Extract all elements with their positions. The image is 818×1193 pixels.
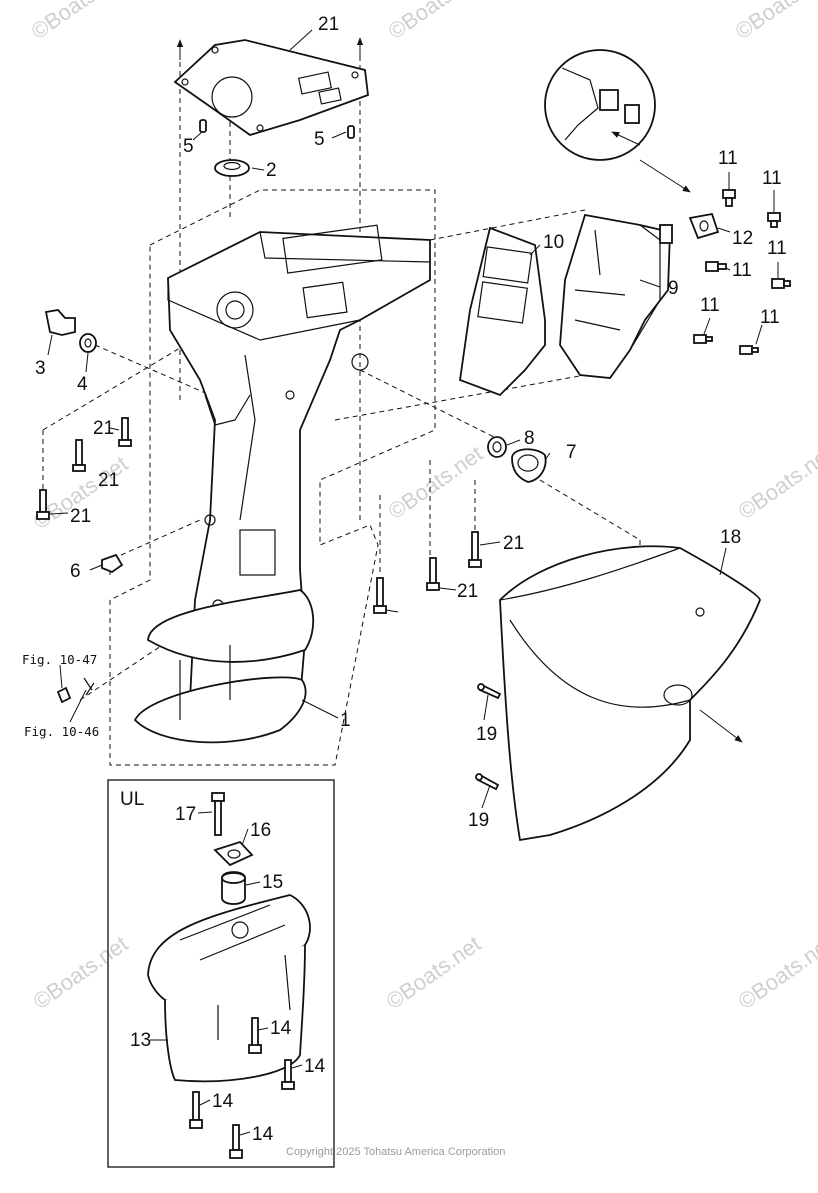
- ul-inset-box: [107, 779, 335, 1168]
- diagonal-arrow-icon: [699, 709, 743, 743]
- nut-12: [688, 212, 720, 240]
- callout-13: 13: [130, 1030, 151, 1051]
- spacer-housing-13: [147, 894, 311, 1083]
- pin-19: [475, 773, 500, 791]
- cavitation-plate: [133, 589, 315, 744]
- watermark: ©Boats.net: [384, 0, 488, 44]
- dowel-pin-5: [199, 119, 207, 133]
- bolt-17: [211, 792, 225, 836]
- bolt-3: [44, 309, 76, 336]
- collar-15: [221, 871, 246, 905]
- callout-2: 2: [266, 160, 277, 181]
- guide-line: [539, 479, 641, 541]
- bolt-14: [281, 1059, 295, 1090]
- callout-11: 11: [700, 295, 720, 316]
- plug-7: [511, 448, 547, 483]
- callout-3: 3: [35, 358, 46, 379]
- callout-7: 7: [566, 442, 577, 463]
- guide-line: [334, 374, 586, 421]
- callout-18: 18: [720, 527, 741, 548]
- callout-11: 11: [762, 168, 782, 189]
- fig-ref-upper: Fig. 10-47: [22, 652, 97, 667]
- bolt-14: [189, 1091, 203, 1129]
- dowel-pin-5: [347, 125, 355, 139]
- inset-label: UL: [120, 789, 144, 810]
- callout-1: 1: [340, 710, 351, 731]
- bolt-21: [426, 557, 440, 591]
- callout-11: 11: [760, 307, 780, 328]
- callout-9: 9: [668, 278, 679, 299]
- plate-16: [213, 840, 254, 867]
- bolt-11: [722, 189, 736, 207]
- callout-15: 15: [262, 872, 283, 893]
- gasket-10: [459, 226, 546, 397]
- fig-ref-lower: Fig. 10-46: [24, 724, 99, 739]
- bolt-21: [36, 489, 50, 520]
- leader-lines: [47, 29, 779, 1136]
- watermarks: ©Boats.net ©Boats.net ©Boats.net ©Boats.…: [27, 0, 818, 1014]
- callout-11: 11: [767, 238, 787, 259]
- bolt-11: [767, 212, 781, 228]
- watermark: ©Boats.net: [384, 441, 488, 524]
- oil-seal-2: [214, 159, 250, 177]
- watermark: ©Boats.net: [731, 0, 818, 44]
- callout-12: 12: [732, 228, 753, 249]
- callout-21: 21: [70, 506, 91, 527]
- assembly-outline: [109, 189, 436, 766]
- watermark: ©Boats.net: [27, 0, 131, 44]
- callout-16: 16: [250, 820, 271, 841]
- guide-line: [42, 344, 186, 431]
- bolt-21: [72, 439, 86, 472]
- lower-cover-18: [499, 545, 761, 842]
- callout-14: 14: [252, 1124, 274, 1145]
- callout-14: 14: [304, 1056, 326, 1077]
- detail-view: [544, 49, 691, 193]
- callout-21: 21: [93, 418, 114, 439]
- bolt-21: [373, 577, 387, 614]
- washer-4-hole: [84, 338, 92, 348]
- bolt-11: [693, 334, 713, 344]
- bolt-14: [248, 1017, 262, 1054]
- bolt-21: [468, 531, 482, 568]
- copyright-text: Copyright 2025 Tohatsu America Corporati…: [286, 1146, 505, 1158]
- callout-10: 10: [543, 232, 564, 253]
- watermark: ©Boats.net: [734, 441, 818, 524]
- guide-line: [109, 519, 201, 575]
- watermark: ©Boats.net: [734, 931, 818, 1014]
- callout-5: 5: [314, 129, 325, 150]
- grommet-8: [487, 436, 507, 458]
- watermark: ©Boats.net: [29, 931, 133, 1014]
- callout-4: 4: [77, 374, 88, 395]
- callout-17: 17: [175, 804, 196, 825]
- guide-line: [94, 344, 211, 396]
- callout-14: 14: [212, 1091, 234, 1112]
- callout-8: 8: [524, 428, 535, 449]
- bolt-11: [739, 345, 759, 355]
- callout-labels: 21 2 5 5 3 4 21 21 21 6 1 8 7 10 9 11 11…: [22, 14, 787, 1158]
- callout-5: 5: [183, 136, 194, 157]
- callout-19: 19: [476, 724, 497, 745]
- callout-14: 14: [270, 1018, 292, 1039]
- washer-4: [79, 333, 97, 353]
- callout-11: 11: [732, 260, 752, 281]
- bolt-11: [705, 261, 727, 272]
- callout-11: 11: [718, 148, 738, 169]
- callout-6: 6: [70, 561, 81, 582]
- callout-19: 19: [468, 810, 489, 831]
- exhaust-cover-9: [559, 213, 673, 379]
- callout-21: 21: [457, 581, 478, 602]
- screw-part: [56, 677, 95, 704]
- callout-21: 21: [503, 533, 524, 554]
- callout-21: 21: [98, 470, 119, 491]
- guide-line: [359, 369, 501, 441]
- callout-20: 21: [318, 14, 339, 35]
- bolt-11: [771, 278, 791, 289]
- watermark: ©Boats.net: [382, 931, 486, 1014]
- pin-19: [477, 683, 502, 700]
- bolt-14: [229, 1124, 243, 1159]
- plug-6: [101, 553, 124, 574]
- bolt-21: [118, 417, 132, 447]
- gasket-20: [173, 39, 369, 136]
